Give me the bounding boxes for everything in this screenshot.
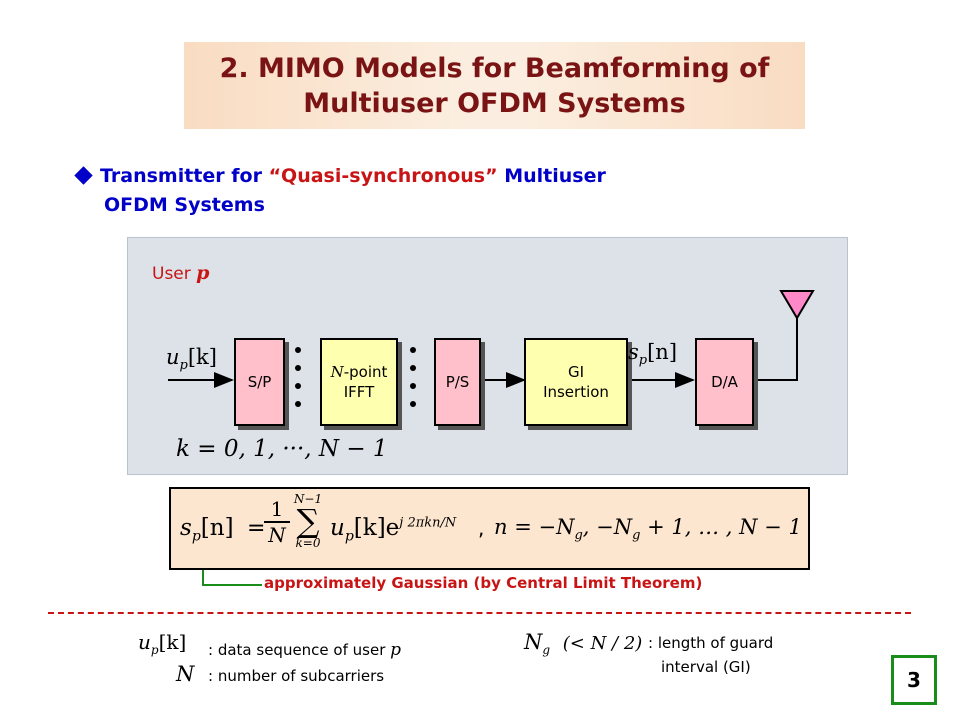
input-sub: p xyxy=(179,358,188,374)
frac-num: 1 xyxy=(270,497,284,521)
legend-ng-desc-1: : length of guard xyxy=(648,634,774,652)
formula-lhs: sp[n] xyxy=(180,515,234,545)
formula-range: n = −Ng, −Ng + 1, … , N − 1 xyxy=(494,515,802,543)
term-exp: j 2πkn/N xyxy=(399,515,457,531)
legend-up-var: p xyxy=(390,640,402,660)
ifft-var: N xyxy=(330,363,344,381)
formula-term: up[k]ej 2πkn/N xyxy=(330,515,456,545)
legend-n-desc: : number of subcarriers xyxy=(208,667,385,685)
sp-block: S/P xyxy=(234,338,285,426)
frac-den: N xyxy=(264,521,290,547)
term-idx: [k]e xyxy=(353,515,400,541)
title-line-2: Multiuser OFDM Systems xyxy=(303,87,686,119)
k-range: k = 0, 1, ···, N − 1 xyxy=(176,436,388,462)
parallel-dots-2 xyxy=(410,347,416,407)
antenna-icon xyxy=(779,290,815,320)
gi-line1: GI xyxy=(567,363,585,381)
dashed-separator xyxy=(48,612,911,614)
user-label-text: User xyxy=(152,264,197,284)
legend-up-idx: [k] xyxy=(158,630,187,654)
output-signal: sp[n] xyxy=(628,340,677,368)
gaussian-note: approximately Gaussian (by Central Limit… xyxy=(264,574,703,592)
lhs-idx: [n] xyxy=(200,515,234,541)
range-1: n = −N xyxy=(494,515,575,539)
term-sym: u xyxy=(330,515,345,541)
ifft-block: N-point IFFT xyxy=(320,338,398,426)
lhs-sym: s xyxy=(180,515,192,541)
lhs-sub: p xyxy=(191,528,201,545)
range-3: + 1, … , N − 1 xyxy=(640,515,802,539)
output-idx: [n] xyxy=(647,340,678,364)
bullet-line2: OFDM Systems xyxy=(104,194,265,216)
user-var: p xyxy=(196,262,210,284)
formula-comma: , xyxy=(478,516,485,540)
legend-ng-sub: g xyxy=(542,643,551,658)
da-block: D/A xyxy=(695,338,754,426)
input-idx: [k] xyxy=(187,345,217,369)
bullet-quoted: “Quasi-synchronous” xyxy=(268,165,498,187)
bullet-heading: Transmitter for “Quasi-synchronous” Mult… xyxy=(73,162,606,220)
user-label: User p xyxy=(152,262,209,284)
formula-fraction: 1 N xyxy=(264,497,290,547)
input-signal: up[k] xyxy=(166,345,217,373)
ps-block: P/S xyxy=(434,338,481,426)
formula-eq: = xyxy=(247,516,266,541)
formula-sum: N−1 ∑ k=0 xyxy=(290,492,326,550)
bullet-part2: Multiuser xyxy=(497,165,606,187)
legend-ng-cond: (< N / 2) xyxy=(562,633,643,654)
antenna-feed xyxy=(750,315,798,381)
sum-top: N−1 xyxy=(293,492,323,506)
sum-bot: k=0 xyxy=(295,536,321,550)
range-2: , −N xyxy=(582,515,633,539)
output-sub: p xyxy=(638,353,648,369)
legend-up-symbol: up[k] xyxy=(138,630,186,657)
input-sym: u xyxy=(166,345,180,369)
legend-ng-desc-2: interval (GI) xyxy=(661,658,751,676)
sum-sign: ∑ xyxy=(296,502,320,540)
ifft-line2: IFFT xyxy=(343,383,375,401)
legend-ng-symbol: Ng (< N / 2) xyxy=(524,630,642,657)
legend-n-symbol: N xyxy=(176,662,195,686)
parallel-dots-1 xyxy=(295,347,301,407)
legend-ng-sym: N xyxy=(524,630,543,654)
formula-box xyxy=(169,487,810,570)
slide-title: 2. MIMO Models for Beamforming of Multiu… xyxy=(184,42,805,129)
ifft-line1: -point xyxy=(343,363,388,381)
term-sub: p xyxy=(344,528,354,545)
range-2-sub: g xyxy=(632,528,641,544)
title-line-1: 2. MIMO Models for Beamforming of xyxy=(219,52,770,84)
gi-insertion-block: GI Insertion xyxy=(524,338,628,426)
legend-up-desc-text: : data sequence of user xyxy=(208,641,391,659)
legend-up-sym: u xyxy=(138,630,151,654)
bullet-part1: Transmitter for xyxy=(100,165,269,187)
range-1-sub: g xyxy=(574,528,583,544)
legend-up-desc: : data sequence of user p xyxy=(208,640,401,660)
output-sym: s xyxy=(628,340,639,364)
gi-line2: Insertion xyxy=(543,383,609,401)
page-number: 3 xyxy=(891,655,937,705)
legend-up-sub: p xyxy=(150,643,159,657)
